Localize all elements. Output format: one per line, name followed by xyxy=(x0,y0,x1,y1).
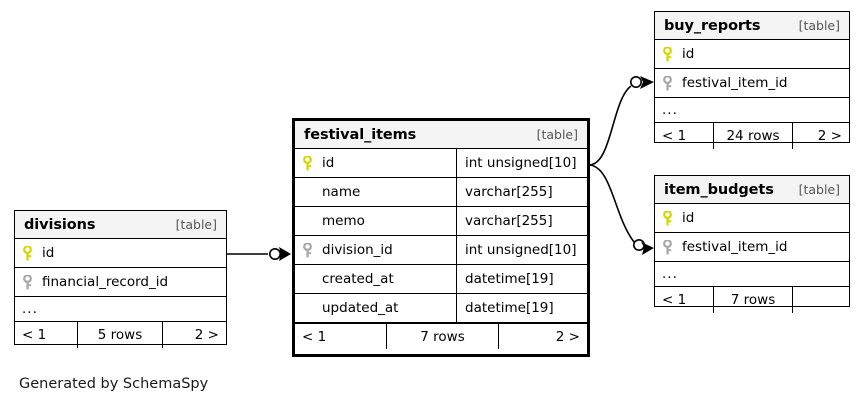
primary-key-icon xyxy=(662,210,682,226)
row-count: 7 rows xyxy=(713,287,792,313)
table-footer: < 1 7 rows 2 > xyxy=(295,323,587,349)
column-label: memo xyxy=(322,213,365,229)
prev-page-button[interactable]: < 1 xyxy=(22,327,47,343)
table-buy_reports[interactable]: buy_reports [table] id xyxy=(654,11,850,149)
table-row[interactable]: created_at datetime[19] xyxy=(295,265,587,294)
table-kind-label: [table] xyxy=(798,18,840,33)
column-name-cell: festival_item_id xyxy=(655,69,849,97)
table-divisions[interactable]: divisions [table] id xyxy=(14,210,227,348)
column-name-cell: updated_at xyxy=(295,294,456,322)
column-label: id xyxy=(682,210,695,226)
column-name-cell: id xyxy=(295,149,456,177)
column-label: id xyxy=(42,245,55,261)
column-label: created_at xyxy=(322,271,394,287)
table-row[interactable]: financial_record_id xyxy=(15,268,226,297)
generated-by-caption: Generated by SchemaSpy xyxy=(19,376,209,392)
column-type: int unsigned[10] xyxy=(456,149,587,177)
table-row[interactable]: division_id int unsigned[10] xyxy=(295,236,587,265)
row-count: 7 rows xyxy=(386,324,498,349)
foreign-key-icon xyxy=(302,242,322,258)
primary-key-icon xyxy=(662,46,682,62)
column-label: updated_at xyxy=(322,300,399,316)
next-page-button[interactable]: 2 > xyxy=(162,322,226,348)
edge-festival_items-buy_reports xyxy=(589,85,632,166)
table-row[interactable]: id int unsigned[10] xyxy=(295,149,587,178)
table-row[interactable]: festival_item_id xyxy=(655,69,849,98)
foreign-key-icon xyxy=(22,274,42,290)
column-type: int unsigned[10] xyxy=(456,236,587,264)
column-name-cell: created_at xyxy=(295,265,456,293)
column-name-cell: festival_item_id xyxy=(655,233,849,261)
column-name-cell: id xyxy=(655,40,849,68)
table-kind-label: [table] xyxy=(536,127,578,142)
next-page-button[interactable]: 2 > xyxy=(498,324,587,349)
table-row[interactable]: id xyxy=(15,239,226,268)
table-title: buy_reports xyxy=(664,17,761,34)
column-label: id xyxy=(322,155,335,171)
table-header-buy_reports: buy_reports [table] xyxy=(655,12,849,40)
table-title: divisions xyxy=(24,216,96,233)
table-footer: < 1 24 rows 2 > xyxy=(655,123,849,149)
table-row[interactable]: memo varchar[255] xyxy=(295,207,587,236)
crowfoot-festival_items-division_id xyxy=(279,247,291,261)
column-label: festival_item_id xyxy=(682,75,788,91)
table-header-festival_items: festival_items [table] xyxy=(295,121,587,149)
column-type: varchar[255] xyxy=(456,178,587,206)
table-header-item_budgets: item_budgets [table] xyxy=(655,176,849,204)
row-count: 24 rows xyxy=(713,123,792,149)
foreign-key-icon xyxy=(662,239,682,255)
table-item_budgets[interactable]: item_budgets [table] id xyxy=(654,175,850,313)
more-columns-indicator: ... xyxy=(655,262,849,287)
table-row[interactable]: name varchar[255] xyxy=(295,178,587,207)
column-name-cell: financial_record_id xyxy=(15,268,226,296)
table-row[interactable]: id xyxy=(655,204,849,233)
table-title: item_budgets xyxy=(664,181,774,198)
column-type: varchar[255] xyxy=(456,207,587,235)
table-title: festival_items xyxy=(304,126,417,143)
row-count: 5 rows xyxy=(77,322,162,348)
table-row[interactable]: festival_item_id xyxy=(655,233,849,262)
prev-page-button[interactable]: < 1 xyxy=(302,328,327,345)
column-label: division_id xyxy=(322,242,393,258)
column-name-cell: memo xyxy=(295,207,456,235)
primary-key-icon xyxy=(22,245,42,261)
edge-festival_items-item_budgets xyxy=(589,164,635,243)
column-name-cell: id xyxy=(655,204,849,232)
table-kind-label: [table] xyxy=(175,217,217,232)
foreign-key-icon xyxy=(662,75,682,91)
prev-page-button[interactable]: < 1 xyxy=(662,128,687,144)
prev-page-button[interactable]: < 1 xyxy=(662,292,687,308)
column-label: name xyxy=(322,184,361,200)
column-label: financial_record_id xyxy=(42,274,169,290)
crowfoot-item_budgets-festival_item_id xyxy=(641,242,654,255)
column-type: datetime[19] xyxy=(456,294,587,322)
column-name-cell: division_id xyxy=(295,236,456,264)
column-name-cell: id xyxy=(15,239,226,267)
crowfoot-buy_reports-festival_item_id xyxy=(640,76,654,89)
column-label: id xyxy=(682,46,695,62)
table-footer: < 1 7 rows xyxy=(655,287,849,313)
table-festival_items[interactable]: festival_items [table] id int unsigned[1… xyxy=(292,118,590,357)
cardinality-zero-buy_reports xyxy=(629,76,642,89)
column-label: festival_item_id xyxy=(682,239,788,255)
primary-key-icon xyxy=(302,155,322,171)
more-columns-indicator: ... xyxy=(15,297,226,322)
more-columns-indicator: ... xyxy=(655,98,849,123)
table-footer: < 1 5 rows 2 > xyxy=(15,322,226,348)
column-type: datetime[19] xyxy=(456,265,587,293)
cardinality-zero-item_budgets xyxy=(632,239,645,252)
table-header-divisions: divisions [table] xyxy=(15,211,226,239)
next-page-button[interactable]: 2 > xyxy=(792,123,849,149)
cardinality-zero-divisions xyxy=(268,248,281,261)
next-page-button[interactable] xyxy=(792,287,849,313)
table-row[interactable]: updated_at datetime[19] xyxy=(295,294,587,323)
table-row[interactable]: id xyxy=(655,40,849,69)
table-kind-label: [table] xyxy=(798,182,840,197)
column-name-cell: name xyxy=(295,178,456,206)
